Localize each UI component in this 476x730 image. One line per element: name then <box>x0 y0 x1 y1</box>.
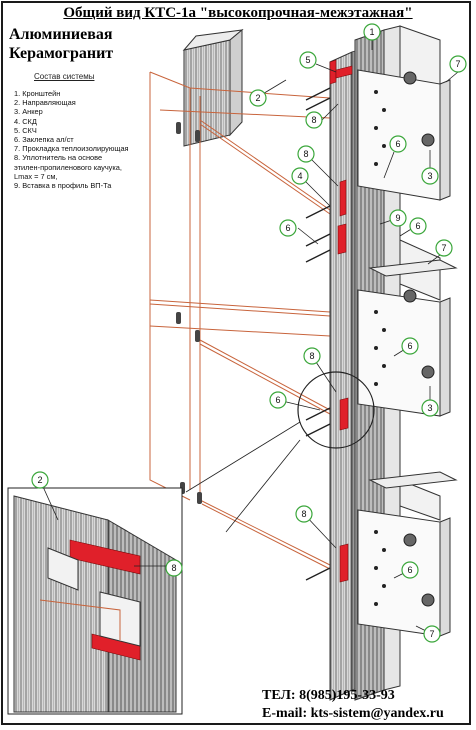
callout-6: 6 <box>389 135 407 153</box>
callout-8: 8 <box>165 559 183 577</box>
composition-item: 9. Вставка в профиль ВП-Та <box>14 181 112 191</box>
svg-text:7: 7 <box>455 59 460 69</box>
rivet-screws <box>305 87 331 581</box>
composition-list: 1. Кронштейн 2. Направляющая 3. Анкер 4.… <box>14 89 164 190</box>
svg-text:7: 7 <box>441 243 446 253</box>
callout-6: 6 <box>409 217 427 235</box>
contact-phone: ТЕЛ: 8(985)195-33-93 <box>262 688 395 703</box>
svg-text:6: 6 <box>395 139 400 149</box>
callout-3: 3 <box>421 167 439 185</box>
svg-text:6: 6 <box>415 221 420 231</box>
composition-item: 5. СКЧ <box>14 125 37 135</box>
svg-text:8: 8 <box>301 509 306 519</box>
composition-item: 3. Анкер <box>14 107 43 117</box>
svg-text:6: 6 <box>275 395 280 405</box>
subtitle-material: Алюминиевая <box>9 26 113 43</box>
svg-text:5: 5 <box>305 55 310 65</box>
svg-text:4: 4 <box>297 171 302 181</box>
svg-text:6: 6 <box>407 565 412 575</box>
callout-4: 4 <box>291 167 309 185</box>
callout-6: 6 <box>269 391 287 409</box>
svg-text:9: 9 <box>395 213 400 223</box>
drawing-title: Общий вид КТС-1а "высокопрочная-межэтажн… <box>63 5 413 21</box>
callout-8: 8 <box>295 505 313 523</box>
drawing-frame <box>1 1 471 725</box>
top-guide-profile <box>182 28 244 147</box>
callout-9: 9 <box>389 209 407 227</box>
composition-item: 6. Заклепка ал/ст <box>14 135 74 145</box>
svg-text:3: 3 <box>427 171 432 181</box>
callout-8: 8 <box>305 111 323 129</box>
svg-text:6: 6 <box>407 341 412 351</box>
callouts: 2 1 5 8 7 6 3 8 <box>31 23 467 643</box>
callout-7: 7 <box>423 625 441 643</box>
svg-text:8: 8 <box>311 115 316 125</box>
composition-item: этилен-пропиленового каучука, <box>14 162 122 172</box>
composition-item: 1. Кронштейн <box>14 89 61 98</box>
callout-6: 6 <box>279 219 297 237</box>
callout-7: 7 <box>435 239 453 257</box>
svg-text:8: 8 <box>303 149 308 159</box>
red-sealant-parts <box>329 59 353 583</box>
composition-item: 2. Направляющая <box>14 98 76 108</box>
svg-text:2: 2 <box>255 93 260 103</box>
svg-text:6: 6 <box>285 223 290 233</box>
callout-2: 2 <box>31 471 49 489</box>
callout-2: 2 <box>249 89 267 107</box>
panel-clips <box>176 122 202 504</box>
composition-heading: Состав системы <box>34 72 95 81</box>
callout-6: 6 <box>401 561 419 579</box>
detail-inset <box>7 487 183 715</box>
svg-text:2: 2 <box>37 475 42 485</box>
svg-text:3: 3 <box>427 403 432 413</box>
anchor-bolts <box>403 71 435 607</box>
cladding-panels <box>149 71 331 570</box>
callout-8: 8 <box>303 347 321 365</box>
composition-item: 4. СКД <box>14 116 37 126</box>
composition-item: 7. Прокладка теплоизолирующая <box>14 144 129 154</box>
callout-1: 1 <box>363 23 381 41</box>
callout-3: 3 <box>421 399 439 417</box>
vertical-guide-profile <box>329 49 359 701</box>
detail-circle <box>185 371 375 533</box>
svg-text:1: 1 <box>369 27 374 37</box>
callout-8: 8 <box>297 145 315 163</box>
svg-text:8: 8 <box>309 351 314 361</box>
callout-7: 7 <box>449 55 467 73</box>
bracket-rivets <box>374 90 386 606</box>
svg-text:7: 7 <box>429 629 434 639</box>
callout-5: 5 <box>299 51 317 69</box>
composition-item: 8. Уплотнитель на основе <box>14 153 103 163</box>
subtitle-cladding: Керамогранит <box>9 45 114 62</box>
callout-6: 6 <box>401 337 419 355</box>
composition-item: Lmax = 7 см, <box>14 171 58 181</box>
svg-text:8: 8 <box>171 563 176 573</box>
contact-email: E-mail: kts-sistem@yandex.ru <box>262 706 444 721</box>
